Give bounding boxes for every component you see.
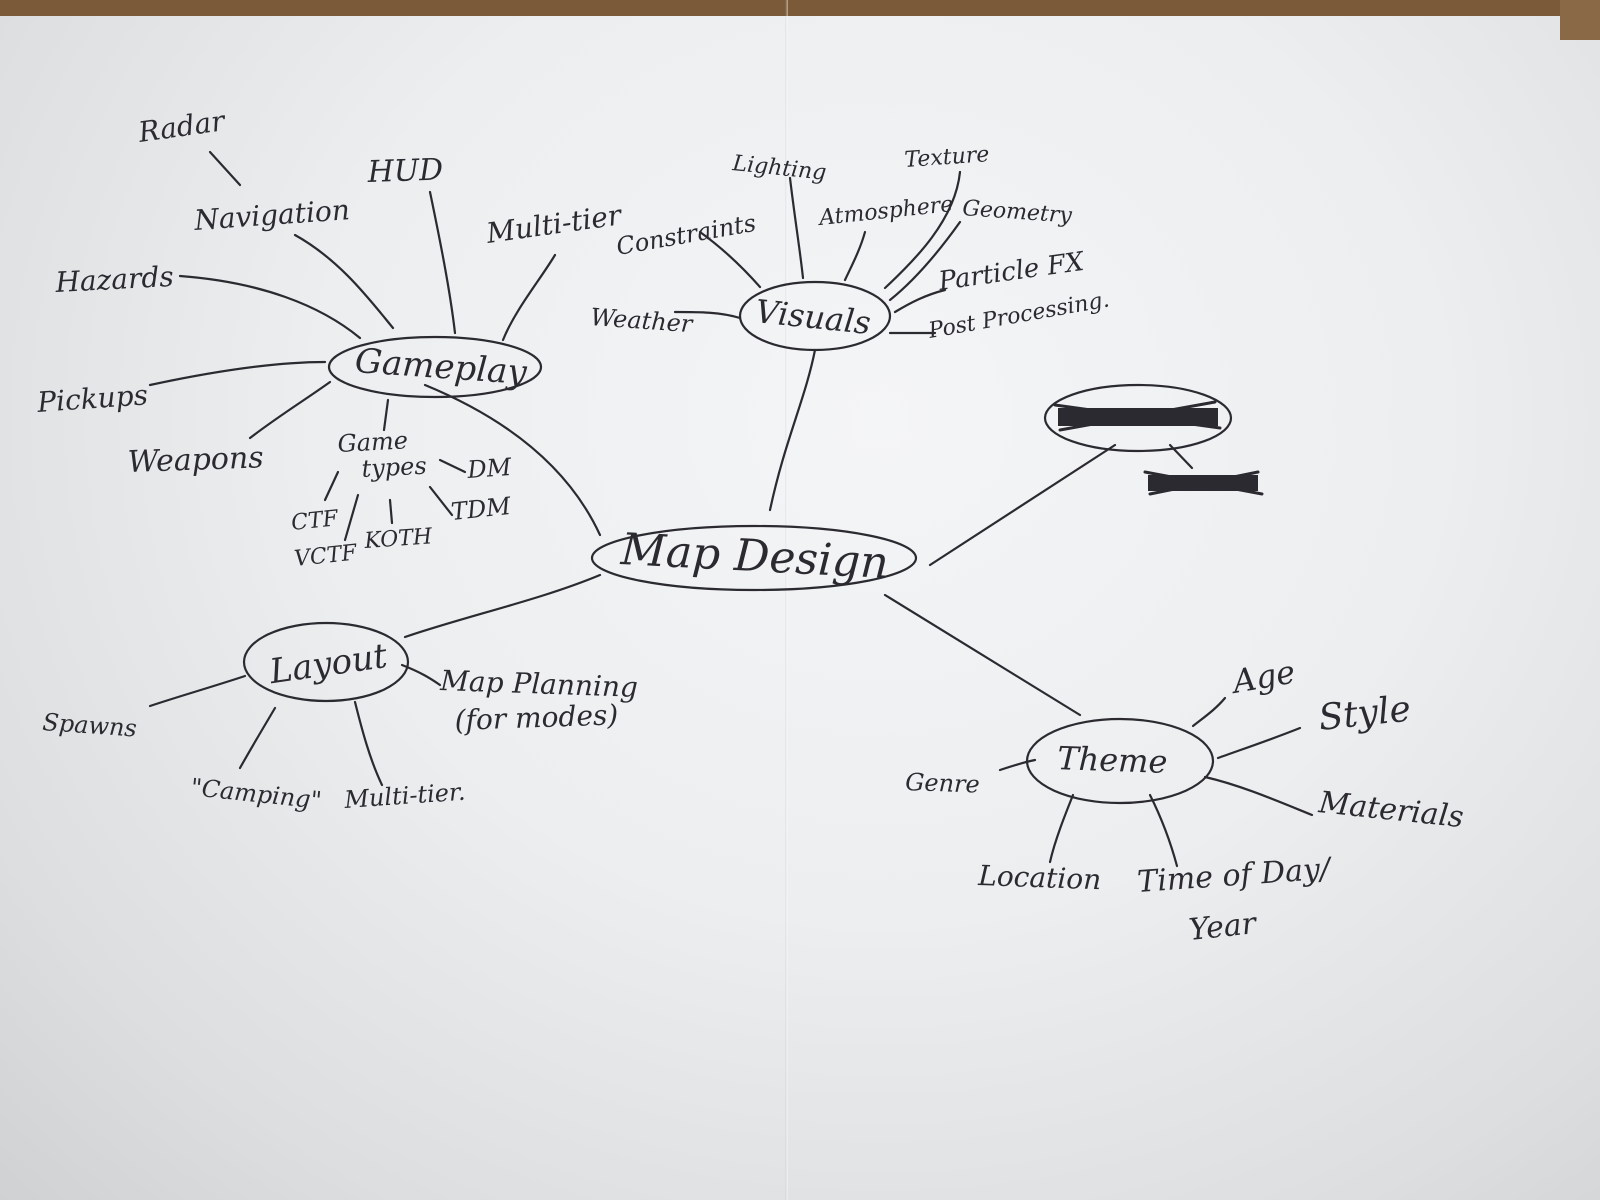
radar-label: Radar	[135, 104, 228, 149]
link-center-gameplay	[423, 383, 602, 537]
link-center-theme	[883, 593, 1082, 717]
layout-label: Layout	[266, 636, 390, 692]
gameplay-label: Gameplay	[354, 341, 529, 393]
link-koth	[388, 498, 394, 525]
link-texture	[883, 170, 962, 290]
link-dm	[438, 458, 467, 474]
link-game-types	[382, 398, 390, 432]
visuals-bubble	[738, 280, 892, 352]
location-label: Location	[977, 859, 1102, 896]
link-particle-fx	[893, 288, 947, 314]
link-multi-tier	[501, 253, 557, 342]
vctf-label: VCTF	[293, 540, 359, 571]
navigation-label: Navigation	[192, 193, 351, 237]
post-processing-label: Post Processing.	[926, 288, 1112, 345]
weapons-label: Weapons	[127, 440, 264, 480]
map-planning-label-2: (for modes)	[454, 698, 619, 737]
link-navigation	[293, 233, 395, 330]
camping-label: "Camping"	[189, 773, 323, 815]
visuals-label: Visuals	[754, 292, 873, 342]
lighting-label: Lighting	[730, 151, 827, 186]
link-materials	[1203, 775, 1314, 817]
link-tdm	[428, 485, 454, 517]
link-multi-tier-layout	[353, 700, 384, 787]
link-lighting	[788, 176, 805, 280]
multi-tier-label: Multi-tier	[483, 198, 624, 250]
link-pickups	[148, 360, 327, 387]
link-style	[1216, 726, 1302, 760]
link-genre	[998, 758, 1037, 772]
theme-label: Theme	[1057, 739, 1168, 781]
texture-label: Texture	[904, 142, 990, 173]
table-edge	[0, 0, 1600, 16]
constraints-label: Constraints	[614, 209, 758, 261]
spawns-label: Spawns	[42, 708, 138, 743]
scribble-sub-strokes	[1143, 470, 1264, 496]
center-label: Map Design	[619, 524, 890, 589]
table-corner	[1560, 0, 1600, 40]
pickups-label: Pickups	[35, 378, 149, 419]
scribbled-out-marks	[1053, 400, 1264, 496]
paper-fold	[785, 0, 788, 1200]
hud-label: HUD	[366, 152, 444, 190]
time-label-2: Year	[1187, 906, 1259, 948]
center-bubble	[590, 524, 918, 592]
link-center-layout	[403, 573, 602, 639]
age-label: Age	[1227, 653, 1298, 702]
link-constraints	[698, 230, 762, 289]
link-center-scribble	[928, 443, 1117, 567]
weather-label: Weather	[590, 303, 695, 338]
bubbles	[242, 280, 1233, 805]
materials-label: Materials	[1316, 785, 1465, 835]
particle-fx-label: Particle FX	[936, 247, 1087, 297]
link-camping	[238, 706, 277, 770]
link-ctf	[323, 470, 340, 502]
link-age	[1191, 696, 1227, 728]
link-hud	[428, 190, 457, 335]
link-center-visuals	[768, 348, 817, 512]
link-map-planning	[400, 663, 442, 687]
geometry-label: Geometry	[962, 196, 1074, 229]
tdm-label: TDM	[450, 492, 514, 526]
link-atmosphere	[843, 230, 867, 282]
link-weather	[673, 310, 742, 320]
layout-bubble	[242, 621, 410, 703]
game-types-label-2: types	[361, 452, 427, 483]
link-radar	[208, 150, 242, 187]
atmosphere-label: Atmosphere	[816, 192, 954, 231]
link-hazards	[178, 274, 362, 340]
game-types-label-1: Game	[337, 426, 409, 458]
dm-label: DM	[465, 453, 513, 484]
style-label: Style	[1317, 689, 1413, 739]
gameplay-bubble	[327, 335, 543, 399]
scribble-bubble	[1043, 383, 1233, 453]
time-label-1: Time of Day/	[1136, 851, 1334, 900]
hazards-label: Hazards	[54, 260, 175, 299]
link-time	[1148, 793, 1179, 868]
multi-tier-layout-label: Multi-tier.	[342, 778, 466, 814]
koth-label: KOTH	[363, 524, 434, 554]
link-location	[1048, 793, 1075, 864]
link-weapons	[248, 380, 332, 440]
link-spawns	[148, 674, 247, 708]
link-vctf	[343, 493, 360, 542]
map-planning-label-1: Map Planning	[439, 664, 639, 704]
scribble-main-strokes	[1053, 400, 1222, 432]
link-geometry	[888, 220, 962, 302]
connectors	[148, 150, 1314, 868]
genre-label: Genre	[905, 768, 980, 799]
ctf-label: CTF	[290, 506, 340, 536]
theme-bubble	[1025, 717, 1215, 805]
